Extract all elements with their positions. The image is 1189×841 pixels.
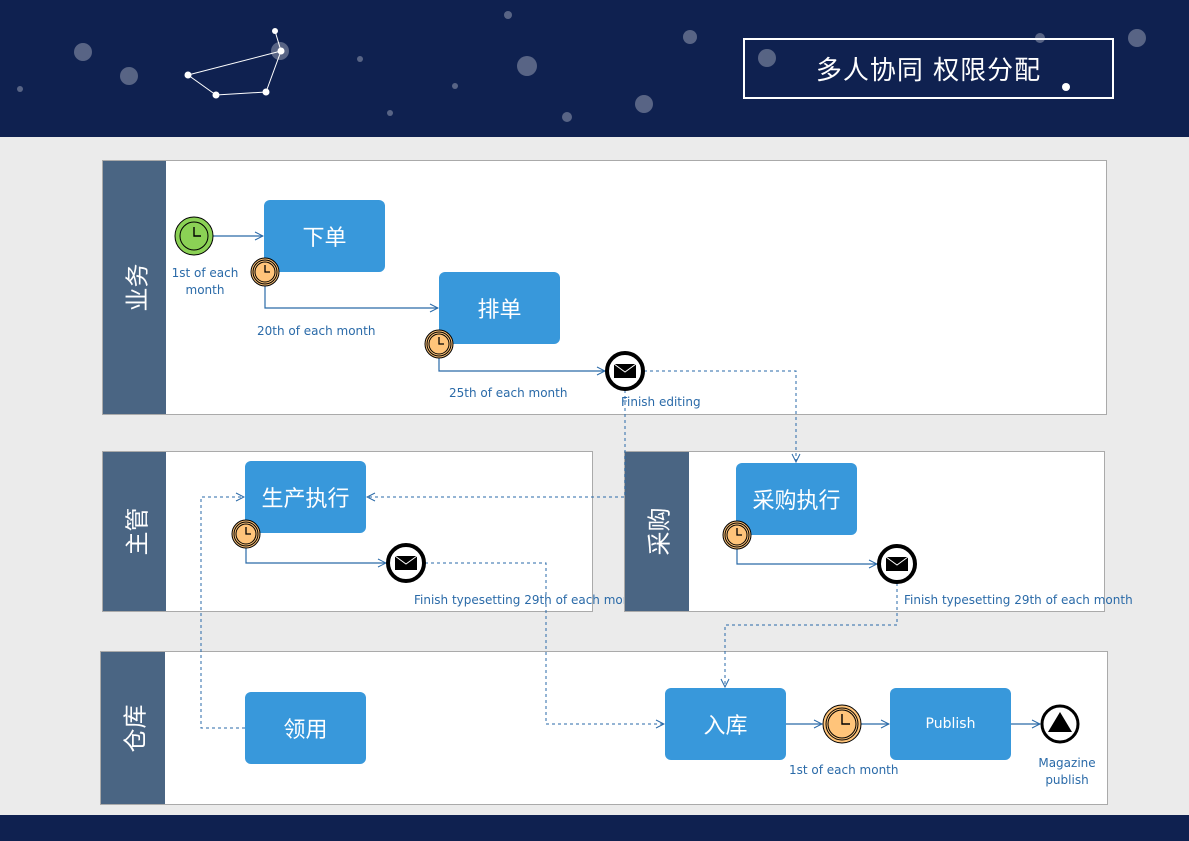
- task-schedule[interactable]: 排单: [439, 272, 560, 344]
- event-label: Finish typesetting 29th of each month: [904, 593, 1133, 607]
- message-flow: [725, 583, 898, 687]
- timer-icon: [250, 257, 280, 287]
- message-flow: [644, 370, 796, 462]
- message-flow: [425, 562, 664, 724]
- timer-label: 20th of each month: [257, 324, 376, 338]
- task-stock-in[interactable]: 入库: [665, 688, 786, 760]
- timer-icon: [424, 329, 454, 359]
- timer-icon: [722, 520, 752, 550]
- message-end-icon: [877, 544, 917, 584]
- message-end-icon: [386, 543, 426, 583]
- end-triangle-icon: [1040, 704, 1080, 744]
- header-banner: 多人协同 权限分配: [0, 0, 1189, 137]
- task-collect[interactable]: 领用: [245, 692, 366, 764]
- end-label: Magazine publish: [1038, 756, 1096, 787]
- timer-icon: [231, 519, 261, 549]
- task-production[interactable]: 生产执行: [245, 461, 366, 533]
- task-publish[interactable]: Publish: [890, 688, 1011, 760]
- message-end-icon: [605, 351, 645, 391]
- start-timer-icon: [174, 216, 214, 256]
- flow: [438, 358, 605, 371]
- lane-purchase: 采购: [624, 451, 1105, 612]
- timer-icon: [822, 704, 862, 744]
- flow: [736, 549, 877, 564]
- starfield-decoration: [17, 11, 1146, 122]
- timer-label: 1st of each month: [789, 763, 899, 777]
- flow: [245, 548, 386, 563]
- flow: [264, 286, 438, 308]
- message-flow: [367, 390, 626, 497]
- footer-bar: [0, 815, 1189, 841]
- timer-label: 25th of each month: [449, 386, 568, 400]
- start-label: 1st of each month: [171, 266, 239, 297]
- message-flow: [200, 497, 245, 729]
- event-label: Finish editing: [621, 395, 701, 409]
- page-title: 多人协同 权限分配: [743, 38, 1114, 99]
- task-purchase-exec[interactable]: 采购执行: [736, 463, 857, 535]
- event-label: Finish typesetting 29th of each month: [414, 593, 624, 607]
- task-order[interactable]: 下单: [264, 200, 385, 272]
